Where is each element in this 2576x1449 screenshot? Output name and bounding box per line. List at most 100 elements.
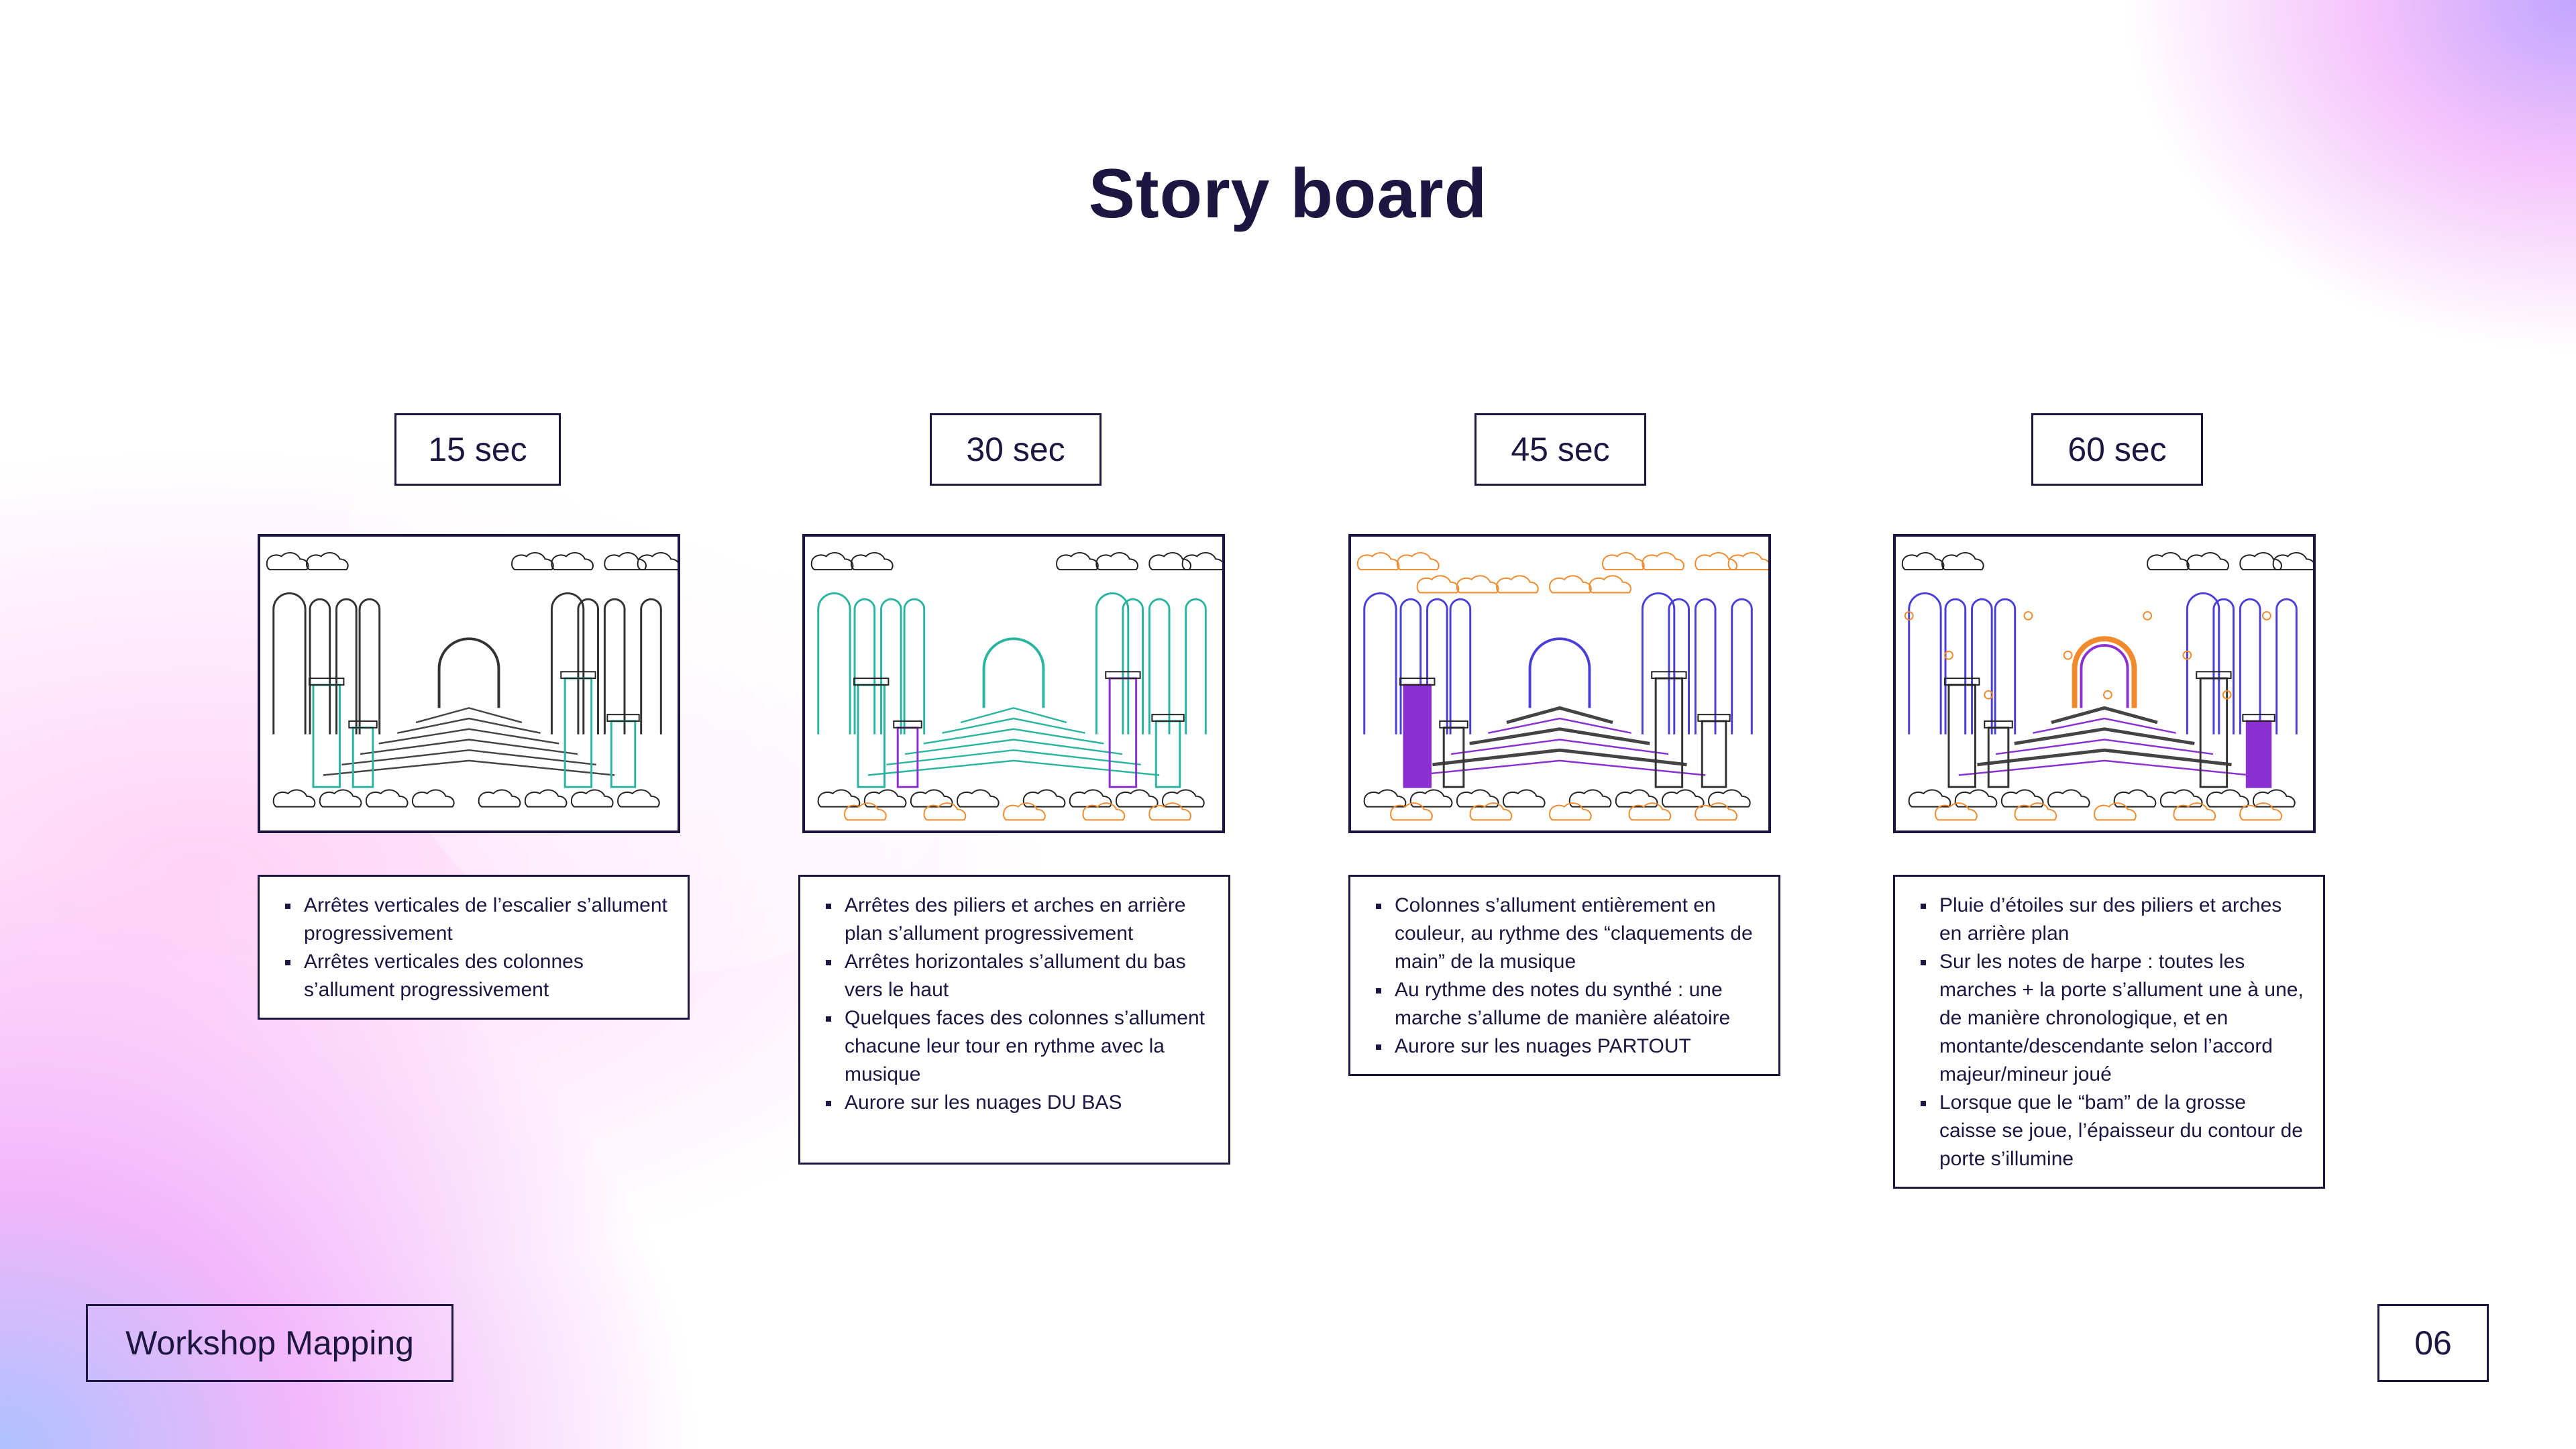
aurora-ground-cloud (1148, 802, 1191, 821)
page-title: Story board (1088, 155, 1488, 233)
note-item: Quelques faces des colonnes s’allument c… (826, 1004, 1212, 1089)
star-rain (1904, 610, 1914, 621)
note-item: Pluie d’étoiles sur des piliers et arche… (1921, 892, 2307, 948)
stair-step (904, 739, 1123, 755)
cloud (1181, 551, 1222, 571)
aurora-cloud (1416, 575, 1460, 594)
note-item: Colonnes s’allument entièrement en coule… (1376, 892, 1762, 976)
storyboard-sketch-30s (802, 534, 1225, 833)
ground-cloud (365, 789, 409, 808)
stair-step (2014, 727, 2195, 745)
ground-cloud (478, 789, 521, 808)
star-rain (2063, 650, 2073, 660)
aurora-cloud (1456, 575, 1499, 594)
column-capital (309, 678, 345, 686)
column-capital (2196, 671, 2232, 680)
background-arch (817, 592, 851, 735)
background-arch (1426, 598, 1448, 735)
stair-step (397, 717, 541, 734)
aurora-ground-cloud (1935, 802, 1978, 821)
background-arch (1185, 598, 1207, 735)
cloud (1941, 551, 1984, 571)
background-arch (309, 598, 331, 735)
ground-cloud (2159, 789, 2203, 808)
cloud (511, 551, 554, 571)
ground-cloud (1409, 789, 1453, 808)
ground-cloud (1954, 789, 1998, 808)
background-arch (2186, 592, 2220, 735)
ground-cloud (570, 789, 614, 808)
note-item: Arrêtes horizontales s’allument du bas v… (826, 948, 1212, 1004)
background-arch (1694, 598, 1717, 735)
background-arch (1668, 598, 1690, 735)
column (1403, 684, 1432, 788)
cloud (2186, 551, 2230, 571)
ground-cloud (1069, 789, 1112, 808)
column (1701, 720, 1727, 788)
column (352, 727, 374, 788)
ground-cloud (1363, 789, 1407, 808)
background-arch (2275, 598, 2298, 735)
star-rain (2023, 610, 2033, 621)
cloud (1695, 551, 1737, 571)
ground-cloud (956, 789, 1000, 808)
column (1155, 720, 1181, 788)
time-label-15: 15 sec (394, 413, 561, 486)
central-door-arch (982, 637, 1045, 708)
time-label-30: 30 sec (930, 413, 1102, 486)
stair-step (1506, 706, 1613, 724)
column-capital (348, 720, 378, 729)
sketch-scene-60s (1901, 551, 2313, 821)
star-rain (2222, 690, 2232, 700)
aurora-ground-cloud (1003, 802, 1046, 821)
cloud (1095, 551, 1139, 571)
background-arch (1731, 598, 1753, 735)
aurora-ground-cloud (1549, 802, 1592, 821)
aurora-ground-cloud (923, 802, 967, 821)
stair-step (923, 728, 1104, 745)
background-arch (2212, 598, 2235, 735)
note-box-45s: Colonnes s’allument entièrement en coule… (1348, 875, 1780, 1076)
ground-cloud (2047, 789, 2090, 808)
ground-cloud (1908, 789, 1951, 808)
background-arch (880, 598, 902, 735)
cloud (2147, 551, 2190, 571)
background-arch (1363, 592, 1397, 735)
ground-cloud (863, 789, 907, 808)
note-item: Arrêtes des piliers et arches en arrière… (826, 892, 1212, 948)
background-arch (550, 592, 585, 735)
ground-cloud (1456, 789, 1499, 808)
aurora-ground-cloud (1469, 802, 1513, 821)
background-arch (1148, 598, 1171, 735)
cloud (1642, 551, 1685, 571)
cloud (637, 551, 678, 571)
ground-cloud (1707, 789, 1751, 808)
ground-cloud (2113, 789, 2157, 808)
background-arch (1095, 592, 1130, 735)
background-arch (1122, 598, 1144, 735)
stair-step (867, 759, 1160, 776)
column (1442, 727, 1465, 788)
stair-step (1432, 748, 1687, 767)
ground-cloud (616, 789, 660, 808)
stair-step (1469, 727, 1650, 745)
central-door-arch (2072, 636, 2137, 708)
cloud (1056, 551, 1099, 571)
column-capital (1984, 720, 2013, 729)
column (896, 727, 919, 788)
aurora-cloud (1496, 575, 1539, 594)
background-arch (640, 598, 662, 735)
background-arch (1994, 598, 2017, 735)
background-arch (853, 598, 876, 735)
stair-step (1413, 759, 1706, 776)
star-rain (2182, 650, 2192, 660)
cloud (1396, 551, 1440, 571)
column (610, 720, 637, 788)
column (2245, 720, 2272, 788)
cloud (1727, 551, 1768, 571)
aurora-ground-cloud (844, 802, 887, 821)
stair-step (2033, 717, 2176, 734)
ground-cloud (272, 789, 316, 808)
background-arch (272, 592, 307, 735)
stair-step (960, 707, 1067, 724)
